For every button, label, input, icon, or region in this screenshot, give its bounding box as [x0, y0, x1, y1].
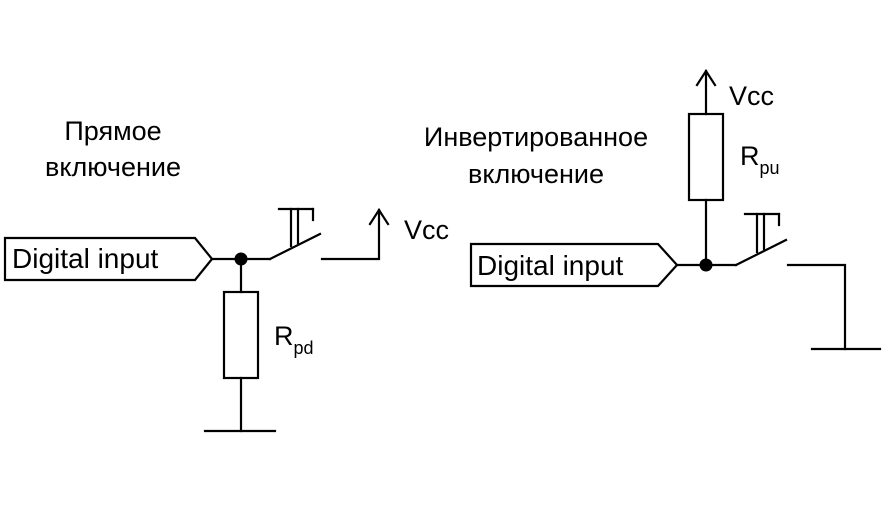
right-input-label: Digital input [477, 250, 624, 281]
right-circuit [469, 68, 882, 351]
right-caption: Инвертированное включение [388, 121, 684, 190]
right-caption-line1: Инвертированное [423, 122, 649, 152]
left-resistor-subscript: pd [293, 338, 314, 358]
left-resistor-label: Rpd [274, 320, 314, 364]
left-vcc-label: Vcc [404, 215, 450, 245]
left-pushbutton-cap [277, 207, 315, 248]
right-caption-line2: включение [468, 159, 604, 189]
right-resistor-label: Rpu [740, 140, 780, 184]
left-vcc-arrow [368, 207, 390, 226]
left-circuit [3, 207, 390, 433]
left-caption-line2: включение [45, 152, 181, 182]
right-switch-blade [734, 238, 788, 267]
right-resistor-letter: R [740, 141, 760, 171]
right-input-arrow-shape [469, 242, 679, 288]
right-vcc-label: Vcc [729, 81, 775, 111]
left-input-label: Digital input [12, 243, 159, 274]
left-resistor-letter: R [274, 321, 294, 351]
right-vcc-arrow [695, 68, 717, 87]
right-resistor-body [687, 112, 725, 202]
left-switch-blade [268, 232, 322, 261]
right-ground-wire [786, 263, 847, 351]
right-pushbutton-cap [743, 212, 781, 254]
left-resistor-body [222, 290, 260, 380]
left-caption: Прямое включение [8, 115, 218, 183]
right-resistor-subscript: pu [759, 158, 780, 178]
left-caption-line1: Прямое [64, 116, 162, 146]
left-input-arrow-shape [3, 236, 214, 282]
left-vcc-wire [320, 208, 381, 261]
